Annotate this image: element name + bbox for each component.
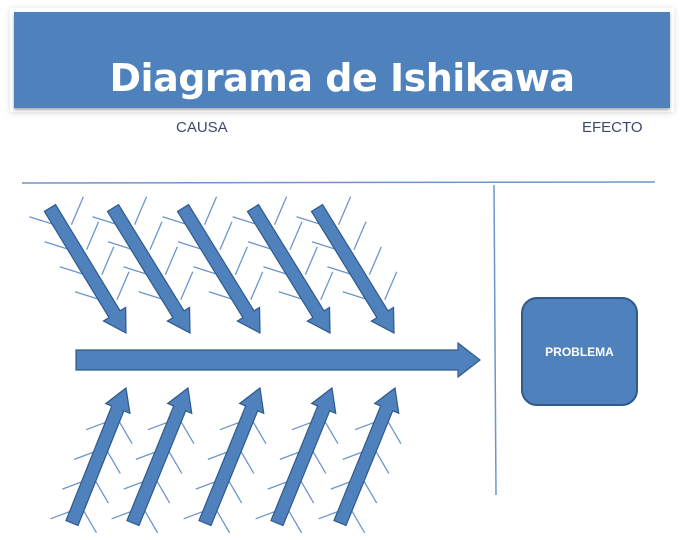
sub-cause-line <box>362 478 378 504</box>
sub-cause-line <box>251 419 267 445</box>
sub-cause-line <box>304 246 318 276</box>
cause-arrow-top-5 <box>310 203 395 335</box>
cause-arrow-bottom-5 <box>333 386 400 527</box>
sub-cause-line <box>203 196 218 226</box>
cause-arrow-top-1 <box>43 203 127 335</box>
sub-cause-line <box>311 449 327 474</box>
problem-label: PROBLEMA <box>545 344 614 359</box>
cause-arrow-bottom-1 <box>65 386 131 527</box>
title-banner: Diagrama de Ishikawa <box>14 12 670 108</box>
effect-divider-line <box>493 184 497 496</box>
sub-cause-line <box>320 271 334 301</box>
sub-cause-line <box>250 271 264 301</box>
sub-cause-line <box>105 449 121 474</box>
sub-cause-line <box>273 196 288 226</box>
sub-cause-line <box>374 449 390 474</box>
sub-cause-line <box>368 246 382 276</box>
cause-arrow-top-2 <box>106 203 191 335</box>
sub-cause-line <box>116 271 130 301</box>
cause-arrow-top-3 <box>176 203 261 335</box>
sub-cause-line <box>167 449 183 474</box>
sub-cause-line <box>143 508 159 534</box>
sub-cause-line <box>323 419 339 445</box>
cause-arrow-bottom-2 <box>126 386 193 527</box>
sub-cause-line <box>337 196 352 226</box>
sub-cause-line <box>117 419 133 445</box>
problem-box: PROBLEMA <box>521 297 638 406</box>
cause-label: CAUSA <box>176 119 228 136</box>
cause-arrow-bottom-4 <box>270 386 337 527</box>
sub-cause-line <box>299 478 315 504</box>
top-divider-line <box>21 181 656 184</box>
sub-cause-line <box>215 508 231 534</box>
sub-cause-line <box>289 221 303 251</box>
sub-cause-line <box>164 246 178 276</box>
sub-cause-line <box>227 478 243 504</box>
cause-arrow-bottom-3 <box>198 386 265 527</box>
sub-cause-line <box>179 419 195 445</box>
sub-cause-line <box>234 246 248 276</box>
sub-cause-line <box>353 221 367 251</box>
sub-cause-line <box>287 508 303 534</box>
sub-cause-line <box>239 449 255 474</box>
sub-cause-line <box>350 508 366 534</box>
sub-cause-line <box>70 196 84 226</box>
page-title: Diagrama de Ishikawa <box>109 56 575 100</box>
sub-cause-line <box>86 221 100 251</box>
sub-cause-line <box>93 478 109 504</box>
sub-cause-line <box>149 221 163 251</box>
sub-cause-line <box>386 419 402 445</box>
sub-cause-line <box>219 221 233 251</box>
sub-cause-line <box>133 196 148 226</box>
cause-arrows <box>43 203 481 527</box>
sub-cause-line <box>384 271 398 301</box>
main-spine-arrow <box>75 341 481 379</box>
sub-cause-line <box>155 478 171 504</box>
sub-cause-line <box>101 246 115 276</box>
effect-label: EFECTO <box>582 119 643 136</box>
cause-arrow-top-4 <box>246 203 331 335</box>
sub-cause-line <box>180 271 194 301</box>
sub-cause-line <box>81 508 98 534</box>
